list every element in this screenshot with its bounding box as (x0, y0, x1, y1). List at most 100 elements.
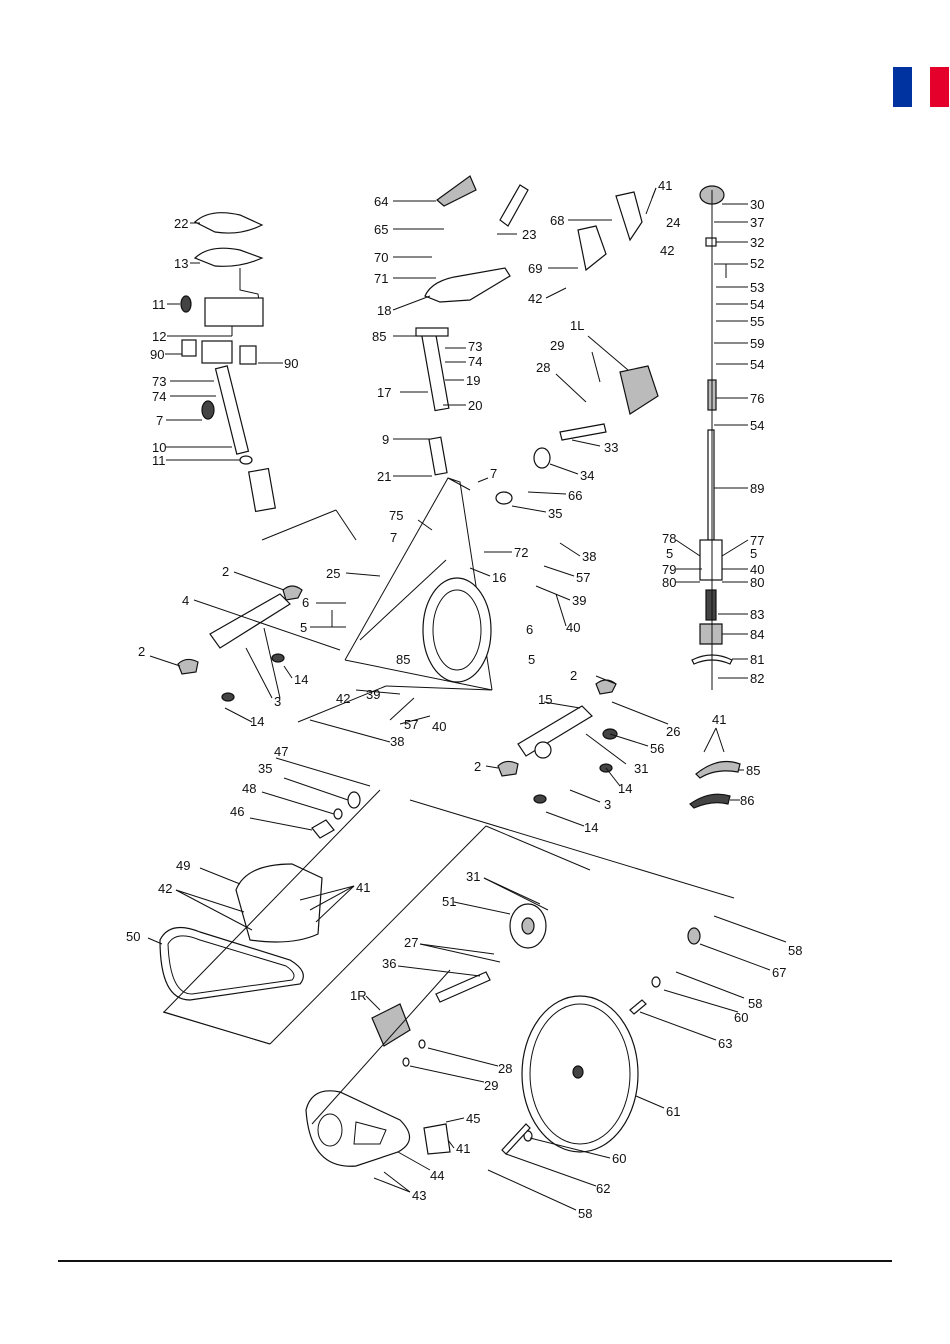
callout-7c: 7 (390, 530, 397, 545)
guard-window-b (353, 1121, 387, 1145)
callout-68: 68 (550, 213, 564, 228)
callout-4: 4 (182, 593, 189, 608)
callout-80b: 80 (750, 575, 764, 590)
callout-60a: 60 (734, 1010, 748, 1025)
callout-69: 69 (528, 261, 542, 276)
callout-55: 55 (750, 314, 764, 329)
handlebar-18 (424, 267, 511, 303)
callout-7b: 7 (490, 466, 497, 481)
callout-46: 46 (230, 804, 244, 819)
callout-83: 83 (750, 607, 764, 622)
callout-49: 49 (176, 858, 190, 873)
bearing-35b (347, 791, 361, 809)
callout-28a: 28 (536, 360, 550, 375)
callout-21: 21 (377, 469, 391, 484)
shroud-68 (615, 191, 643, 242)
callout-86: 86 (740, 793, 754, 808)
flag-stripe-white (911, 67, 931, 107)
callout-54a: 54 (750, 297, 764, 312)
seat-clamp-block (201, 340, 233, 364)
callout-63: 63 (718, 1036, 732, 1051)
callout-14a: 14 (294, 672, 308, 687)
callout-90a: 90 (150, 347, 164, 362)
callout-41d: 41 (456, 1141, 470, 1156)
bushing-11b (239, 455, 253, 465)
callout-81: 81 (750, 652, 764, 667)
callout-72: 72 (514, 545, 528, 560)
pedal-1L (619, 365, 659, 415)
callout-70: 70 (374, 250, 388, 265)
callout-19: 19 (466, 373, 480, 388)
wheel-26 (534, 741, 552, 759)
shaft-89 (707, 429, 715, 541)
callout-25: 25 (326, 566, 340, 581)
callout-75: 75 (389, 508, 403, 523)
stabilizer-4 (209, 593, 291, 649)
callout-62: 62 (596, 1181, 610, 1196)
callout-42c: 42 (336, 691, 350, 706)
callout-1L: 1L (570, 318, 584, 333)
callout-47: 47 (274, 744, 288, 759)
callout-40c: 40 (750, 562, 764, 577)
callout-67: 67 (772, 965, 786, 980)
callout-14d: 14 (584, 820, 598, 835)
chainring-hub (521, 917, 535, 935)
foot-14b (221, 692, 235, 702)
callout-74a: 74 (468, 354, 482, 369)
callout-48: 48 (242, 781, 256, 796)
callout-82: 82 (750, 671, 764, 686)
callout-54c: 54 (750, 418, 764, 433)
callout-26: 26 (666, 724, 680, 739)
callout-42a: 42 (660, 243, 674, 258)
callout-65: 65 (374, 222, 388, 237)
callout-44: 44 (430, 1168, 444, 1183)
flag-stripe-blue (893, 67, 912, 107)
brake-pad-86 (689, 793, 731, 809)
callout-labels: 64 65 70 71 18 23 85 73 74 19 17 20 9 21… (126, 178, 802, 1221)
belt-50 (159, 926, 304, 1001)
callout-5a: 5 (300, 620, 307, 635)
callout-89: 89 (750, 481, 764, 496)
flywheel-cover-16 (422, 577, 492, 683)
spring-83 (705, 589, 717, 621)
callout-1R: 1R (350, 988, 367, 1003)
callout-38b: 38 (390, 734, 404, 749)
callout-40b: 40 (432, 719, 446, 734)
callout-73a: 73 (468, 339, 482, 354)
callout-40a: 40 (566, 620, 580, 635)
french-flag-icon (893, 67, 950, 107)
callout-39a: 39 (572, 593, 586, 608)
callout-23: 23 (522, 227, 536, 242)
end-cap-2d (497, 760, 519, 777)
callout-45: 45 (466, 1111, 480, 1126)
chain-guard-44 (305, 1090, 411, 1167)
callout-64: 64 (374, 194, 388, 209)
callout-3b: 3 (604, 797, 611, 812)
crank-arm-36 (435, 971, 491, 1003)
axle-63 (629, 999, 647, 1015)
callout-77: 77 (750, 533, 764, 548)
callout-79: 79 (662, 562, 676, 577)
nut-29 (402, 1057, 410, 1067)
callout-58a: 58 (788, 943, 802, 958)
belt-wheel-46 (311, 819, 335, 839)
callout-85b: 85 (396, 652, 410, 667)
callout-76: 76 (750, 391, 764, 406)
callout-51: 51 (442, 894, 456, 909)
callout-2d: 2 (474, 759, 481, 774)
callout-74b: 74 (152, 389, 166, 404)
callout-29b: 29 (484, 1078, 498, 1093)
callout-43: 43 (412, 1188, 426, 1203)
flywheel-hub (572, 1065, 584, 1079)
bearing-34 (533, 447, 551, 469)
callout-11b: 11 (152, 453, 166, 468)
callout-32: 32 (750, 235, 764, 250)
main-frame (344, 477, 493, 691)
seat-post-10 (214, 365, 250, 455)
callout-27: 27 (404, 935, 418, 950)
chain-guard-inner-49 (235, 863, 323, 943)
callout-30: 30 (750, 197, 764, 212)
clamp-90-right (239, 345, 257, 365)
callout-2a: 2 (222, 564, 229, 579)
